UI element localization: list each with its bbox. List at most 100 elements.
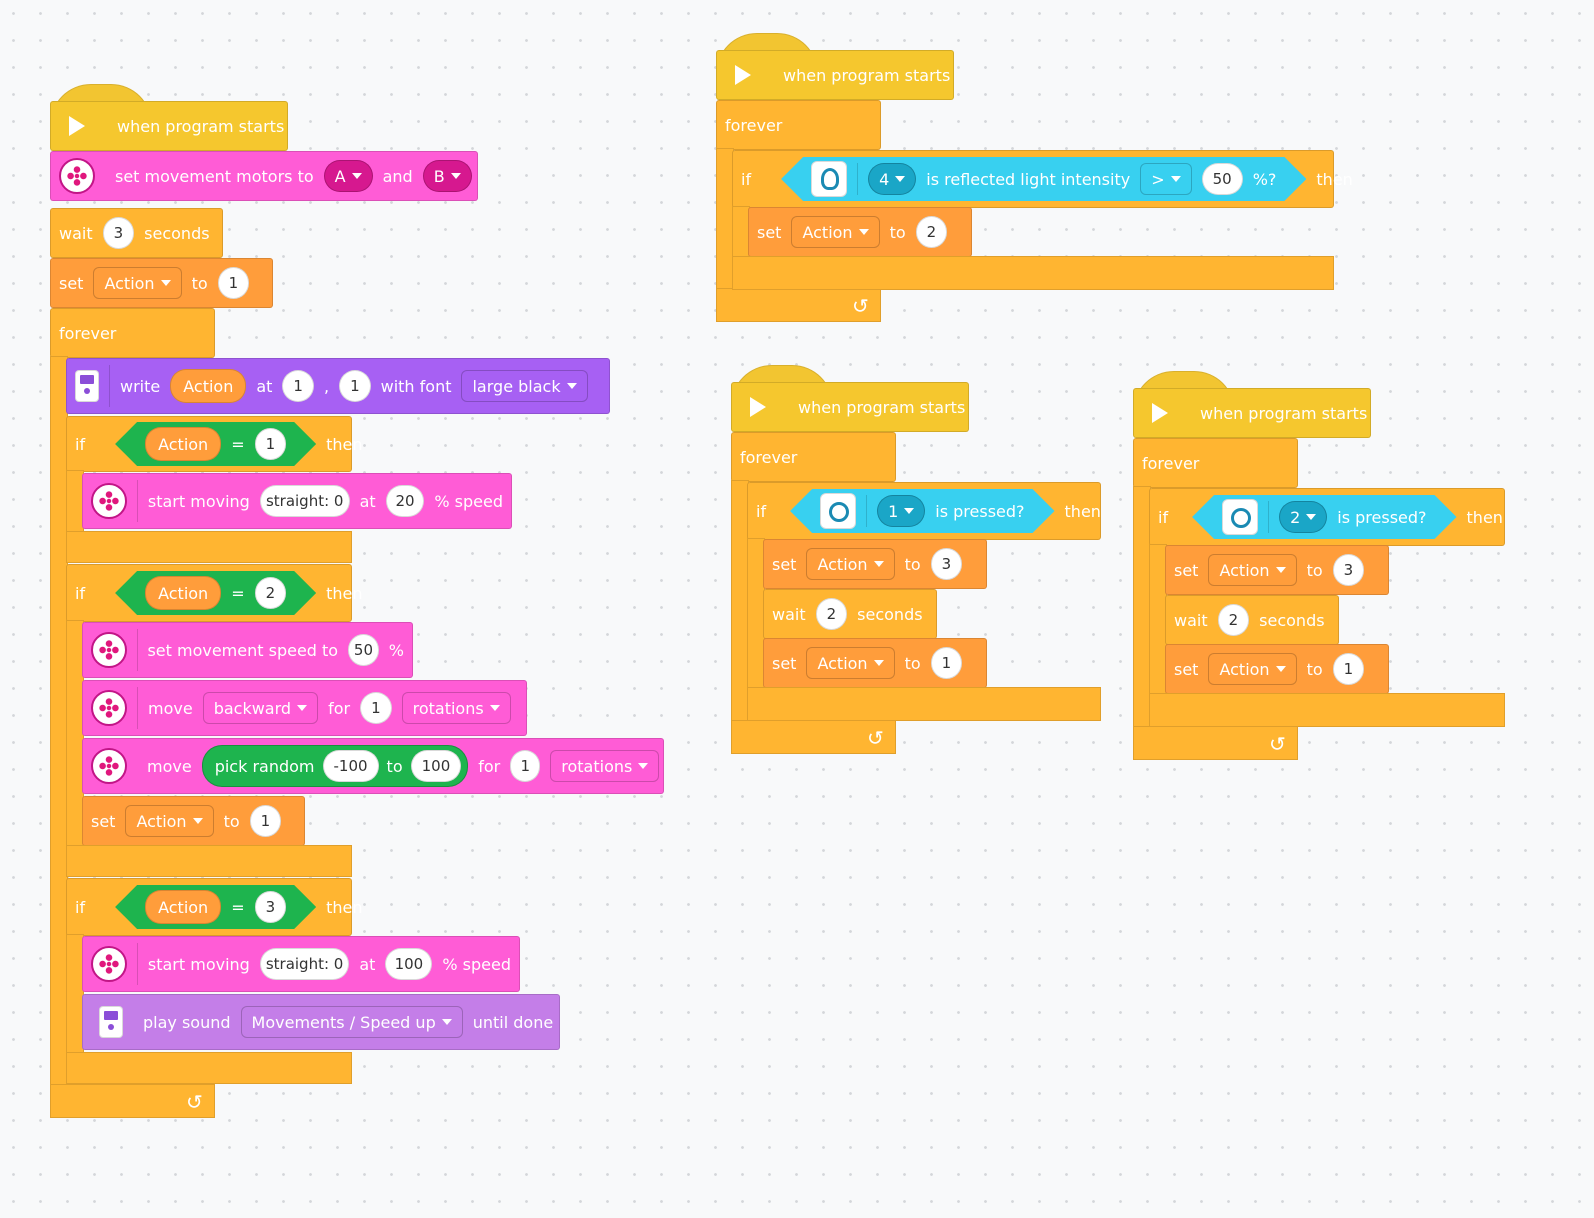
set-variable-block[interactable]: set Action to 1 (82, 796, 305, 846)
x-input[interactable]: 1 (282, 370, 314, 402)
comparator-dropdown[interactable]: > (1140, 163, 1191, 195)
equals-condition[interactable]: Action = 3 (115, 885, 316, 929)
amount-input[interactable]: 1 (510, 750, 541, 782)
equals-condition[interactable]: Action = 2 (115, 571, 316, 615)
loop-arrow-icon: ↺ (867, 726, 884, 750)
forever-foot[interactable] (1133, 726, 1298, 760)
unit-dropdown[interactable]: rotations (550, 750, 660, 782)
set-variable-block[interactable]: set Action to 3 (763, 539, 987, 589)
play-sound-block[interactable]: play sound Movements / Speed up until do… (82, 994, 560, 1050)
if-block-3[interactable]: if Action = 3 then (66, 878, 363, 936)
value-input[interactable]: 1 (217, 267, 250, 299)
variable-reporter[interactable]: Action (145, 576, 221, 610)
unit-dropdown[interactable]: rotations (401, 692, 511, 724)
y-input[interactable]: 1 (339, 370, 371, 402)
reflected-light-condition[interactable]: 4 is reflected light intensity > 50 %? (781, 157, 1306, 201)
value-input[interactable]: 3 (1332, 554, 1365, 586)
chevron-down-icon (1275, 567, 1286, 573)
when-program-starts-block[interactable]: when program starts (716, 50, 954, 100)
button-pressed-condition[interactable]: 2 is pressed? (1192, 495, 1456, 539)
value-input[interactable]: 1 (930, 647, 963, 679)
forever-foot[interactable] (50, 1084, 215, 1118)
move-for-block[interactable]: move backward for 1 rotations (82, 680, 527, 736)
value-input[interactable]: 3 (930, 548, 963, 580)
compare-value-input[interactable]: 1 (255, 428, 287, 460)
direction-input[interactable]: straight: 0 (259, 948, 350, 980)
variable-dropdown[interactable]: Action (806, 548, 895, 580)
port-dropdown[interactable]: 2 (1279, 501, 1327, 533)
variable-dropdown[interactable]: Action (125, 805, 214, 837)
motor-icon (91, 483, 127, 519)
variable-reporter[interactable]: Action (145, 890, 221, 924)
set-movement-motors-block[interactable]: set movement motors to A and B (50, 151, 478, 201)
font-dropdown[interactable]: large black (461, 370, 588, 402)
value-input[interactable]: 1 (1332, 653, 1365, 685)
value-input[interactable]: 2 (915, 216, 948, 248)
speed-input[interactable]: 50 (348, 634, 379, 666)
then-label: then (326, 583, 363, 603)
sound-dropdown[interactable]: Movements / Speed up (240, 1006, 463, 1038)
port-dropdown[interactable]: 4 (868, 163, 916, 195)
pick-random-reporter[interactable]: pick random -100 to 100 (201, 745, 469, 787)
variable-dropdown[interactable]: Action (791, 216, 880, 248)
forever-block[interactable]: forever (50, 308, 215, 358)
random-min-input[interactable]: -100 (322, 750, 379, 782)
if-block-1[interactable]: if Action = 1 then (66, 416, 363, 472)
variable-dropdown[interactable]: Action (1208, 554, 1297, 586)
block-label: set movement speed to (147, 640, 339, 660)
equals-condition[interactable]: Action = 1 (115, 422, 316, 466)
wait-seconds-block[interactable]: wait 2 seconds (1165, 595, 1339, 645)
value-input[interactable]: 1 (249, 805, 282, 837)
compare-value-input[interactable]: 2 (255, 577, 287, 609)
variable-reporter[interactable]: Action (170, 369, 247, 403)
start-moving-block[interactable]: start moving straight: 0 at 20 % speed (82, 473, 512, 529)
dropdown-value: Action (136, 811, 187, 831)
set-movement-speed-block[interactable]: set movement speed to 50 % (82, 622, 413, 678)
if-block-2[interactable]: if Action = 2 then (66, 564, 363, 622)
variable-reporter[interactable]: Action (145, 427, 221, 461)
pick-random-label: pick random (214, 756, 315, 776)
wait-seconds-input[interactable]: 3 (102, 217, 135, 249)
divider (857, 163, 858, 195)
variable-dropdown[interactable]: Action (806, 647, 895, 679)
amount-input[interactable]: 1 (360, 692, 392, 724)
dropdown-value: B (433, 166, 445, 186)
if-block[interactable]: if 1 is pressed? then (747, 482, 1101, 540)
forever-block[interactable]: forever (731, 432, 896, 482)
threshold-input[interactable]: 50 (1202, 163, 1243, 195)
speed-input[interactable]: 20 (385, 485, 425, 517)
write-block[interactable]: write Action at 1 , 1 with font large bl… (66, 358, 610, 414)
variable-dropdown[interactable]: Action (93, 267, 182, 299)
set-variable-block[interactable]: set Action to 2 (748, 207, 972, 257)
set-label: set (59, 273, 84, 293)
random-max-input[interactable]: 100 (410, 750, 462, 782)
when-program-starts-block[interactable]: when program starts (50, 101, 288, 151)
when-program-starts-block[interactable]: when program starts (731, 382, 969, 432)
start-moving-block[interactable]: start moving straight: 0 at 100 % speed (82, 936, 520, 992)
set-variable-block[interactable]: set Action to 1 (1165, 644, 1389, 694)
motor-a-dropdown[interactable]: A (323, 160, 373, 192)
compare-value-input[interactable]: 3 (255, 891, 287, 923)
set-variable-block[interactable]: set Action to 3 (1165, 545, 1389, 595)
motor-b-dropdown[interactable]: B (422, 160, 472, 192)
direction-dropdown[interactable]: backward (202, 692, 319, 724)
variable-dropdown[interactable]: Action (1208, 653, 1297, 685)
chevron-down-icon (1275, 666, 1286, 672)
wait-seconds-input[interactable]: 2 (1217, 604, 1250, 636)
forever-block[interactable]: forever (1133, 438, 1298, 488)
port-dropdown[interactable]: 1 (877, 495, 925, 527)
speed-input[interactable]: 100 (385, 948, 433, 980)
chevron-down-icon (351, 173, 362, 179)
set-variable-block[interactable]: set Action to 1 (50, 258, 273, 308)
pct-label: % (388, 640, 404, 660)
if-block[interactable]: if 2 is pressed? then (1149, 488, 1505, 546)
if-block[interactable]: if 4 is reflected light intensity > 50 %… (732, 150, 1353, 208)
divider (866, 495, 867, 527)
button-pressed-condition[interactable]: 1 is pressed? (790, 489, 1054, 533)
wait-seconds-input[interactable]: 2 (815, 598, 848, 630)
direction-input[interactable]: straight: 0 (259, 485, 350, 517)
wait-seconds-block[interactable]: wait 3 seconds (50, 208, 223, 258)
forever-block[interactable]: forever (716, 100, 881, 150)
move-random-block[interactable]: move pick random -100 to 100 for 1 rotat… (82, 738, 664, 794)
when-program-starts-block[interactable]: when program starts (1133, 388, 1371, 438)
